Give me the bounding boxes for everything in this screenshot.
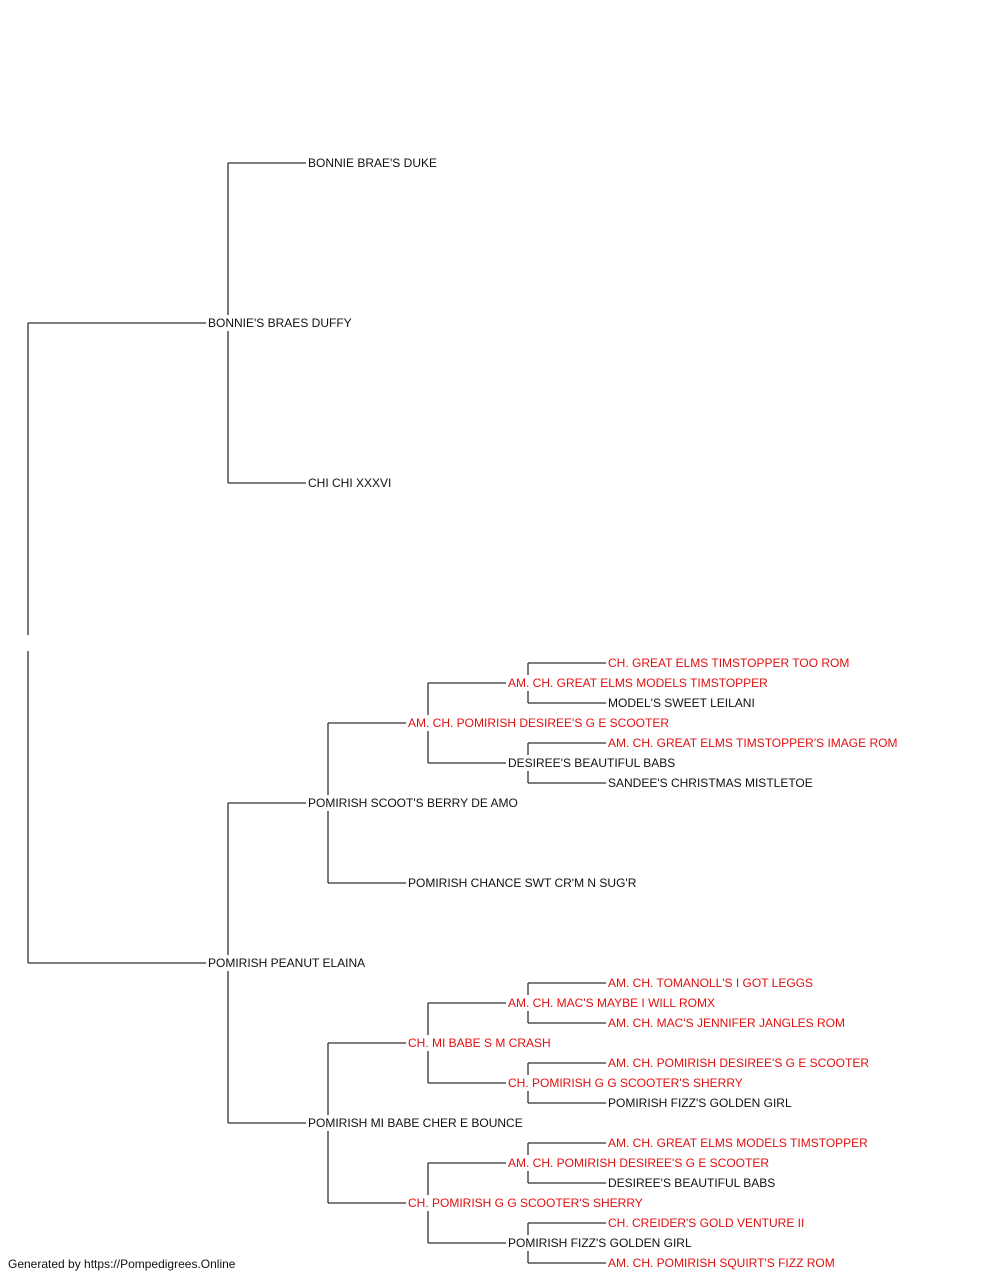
subject-dam-sire-sire-dam-sire-name: AM. CH. GREAT ELMS TIMSTOPPER'S IMAGE RO… — [608, 736, 898, 750]
subject-dam-sire-sire-sire-name: AM. CH. GREAT ELMS MODELS TIMSTOPPER — [508, 676, 768, 690]
subject-dam-dam-dam-sire-dam-name: DESIREE'S BEAUTIFUL BABS — [608, 1176, 776, 1190]
generated-by-footer: Generated by https://Pompedigrees.Online — [8, 1257, 236, 1271]
subject-dam-dam-dam-sire-name: AM. CH. POMIRISH DESIREE'S G E SCOOTER — [508, 1156, 769, 1170]
subject-dam-dam-sire-dam-name: CH. POMIRISH G G SCOOTER'S SHERRY — [508, 1076, 743, 1090]
subject-dam-dam-sire-dam-sire-name: AM. CH. POMIRISH DESIREE'S G E SCOOTER — [608, 1056, 869, 1070]
subject-dam-sire-sire-sire-dam-name: MODEL'S SWEET LEILANI — [608, 696, 755, 710]
subject-dam-dam-dam-dam-dam-name: AM. CH. POMIRISH SQUIRT'S FIZZ ROM — [608, 1256, 835, 1270]
subject-dam-dam-sire-sire-sire-name: AM. CH. TOMANOLL'S I GOT LEGGS — [608, 976, 814, 990]
subject-dam-dam-sire-sire-dam-name: AM. CH. MAC'S JENNIFER JANGLES ROM — [608, 1016, 845, 1030]
subject-dam-sire-sire-dam-name: DESIREE'S BEAUTIFUL BABS — [508, 756, 676, 770]
subject-dam-sire-sire-sire-sire-name: CH. GREAT ELMS TIMSTOPPER TOO ROM — [608, 656, 850, 670]
subject-dam-dam-dam-dam-sire-name: CH. CREIDER'S GOLD VENTURE II — [608, 1216, 805, 1230]
subject-dam-dam-name: POMIRISH MI BABE CHER E BOUNCE — [308, 1116, 523, 1130]
subject-dam-dam-dam-dam-name: POMIRISH FIZZ'S GOLDEN GIRL — [508, 1236, 692, 1250]
subject-dam-dam-sire-name: CH. MI BABE S M CRASH — [408, 1036, 551, 1050]
subject-sire-name: BONNIE'S BRAES DUFFY — [208, 316, 352, 330]
subject-dam-sire-dam-name: POMIRISH CHANCE SWT CR'M N SUG'R — [408, 876, 637, 890]
subject-dam-sire-name: POMIRISH SCOOT'S BERRY DE AMO — [308, 796, 518, 810]
subject-sire-sire-name: BONNIE BRAE'S DUKE — [308, 156, 437, 170]
subject-dam-dam-dam-name: CH. POMIRISH G G SCOOTER'S SHERRY — [408, 1196, 643, 1210]
subject-dam-sire-sire-dam-dam-name: SANDEE'S CHRISTMAS MISTLETOE — [608, 776, 813, 790]
subject-dam-dam-sire-sire-name: AM. CH. MAC'S MAYBE I WILL ROMX — [508, 996, 715, 1010]
subject-dam-sire-sire-name: AM. CH. POMIRISH DESIREE'S G E SCOOTER — [408, 716, 669, 730]
subject-dam-dam-sire-dam-dam-name: POMIRISH FIZZ'S GOLDEN GIRL — [608, 1096, 792, 1110]
subject-sire-dam-name: CHI CHI XXXVI — [308, 476, 392, 490]
subject-dam-name: POMIRISH PEANUT ELAINA — [208, 956, 366, 970]
subject-dam-dam-dam-sire-sire-name: AM. CH. GREAT ELMS MODELS TIMSTOPPER — [608, 1136, 868, 1150]
